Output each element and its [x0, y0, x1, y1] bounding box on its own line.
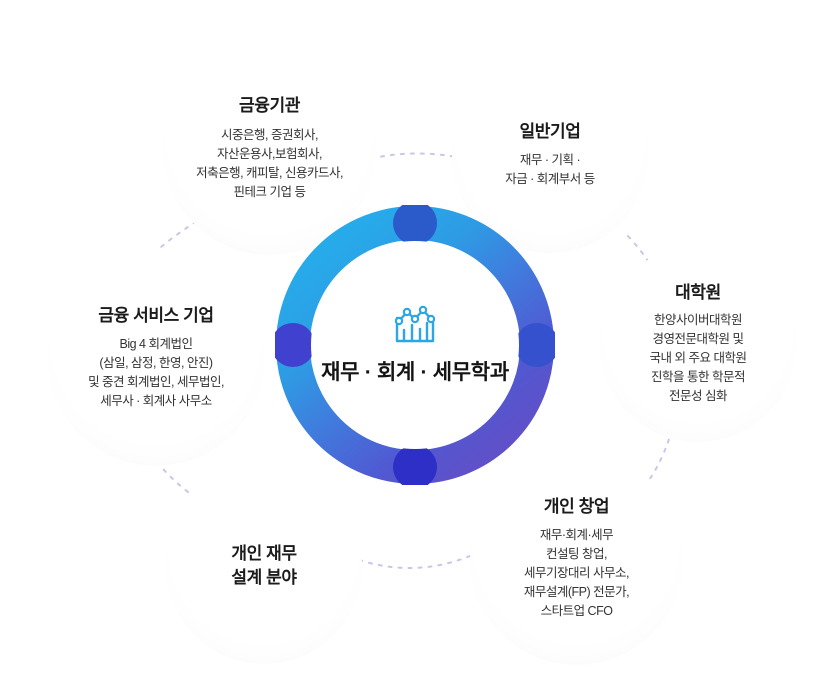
node-title: 금융기관	[239, 96, 300, 116]
hub-ring	[275, 205, 555, 485]
node-title: 대학원	[675, 282, 721, 302]
bar-chart-line-icon	[392, 304, 438, 346]
hub-title: 재무 · 회계 · 세무학과	[321, 361, 509, 384]
node-personal-finance[interactable]: 개인 재무 설계 분야	[166, 468, 362, 664]
node-body: 시중은행, 증권회사, 자산운용사,보험회사, 저축은행, 캐피탈, 신용카드사…	[196, 127, 343, 199]
hub-ring-node-left	[275, 323, 315, 367]
node-title: 개인 창업	[543, 497, 610, 517]
node-title: 금융 서비스 기업	[98, 305, 214, 325]
node-graduate-school[interactable]: 대학원 한양사이버대학원 경영전문대학원 및 국내 외 주요 대학원 진학을 통…	[600, 246, 796, 442]
node-body: Big 4 회계법인 (삼일, 삼정, 한영, 안진) 및 중견 회계법인, 세…	[88, 337, 224, 409]
hub[interactable]: 재무 · 회계 · 세무학과	[275, 205, 555, 485]
node-finance-service[interactable]: 금융 서비스 기업 Big 4 회계법인 (삼일, 삼정, 한영, 안진) 및 …	[48, 250, 264, 466]
hub-core: 재무 · 회계 · 세무학과	[311, 241, 519, 449]
node-title: 일반기업	[519, 121, 581, 141]
hub-ring-node-top	[393, 205, 437, 245]
node-body: 한양사이버대학원 경영전문대학원 및 국내 외 주요 대학원 진학을 통한 학문…	[649, 313, 747, 404]
node-body: 재무·회계·세무 컨설팅 창업, 세무기장대리 사무소, 재무설계(FP) 전문…	[523, 527, 630, 618]
connector-su-to-pf	[347, 555, 471, 569]
node-title: 개인 재무 설계 분야	[231, 543, 297, 587]
node-body: 재무 · 기획 · 자금 · 회계부서 등	[505, 153, 595, 187]
hub-ring-node-bottom	[393, 445, 437, 485]
hub-ring-node-right	[515, 323, 555, 367]
